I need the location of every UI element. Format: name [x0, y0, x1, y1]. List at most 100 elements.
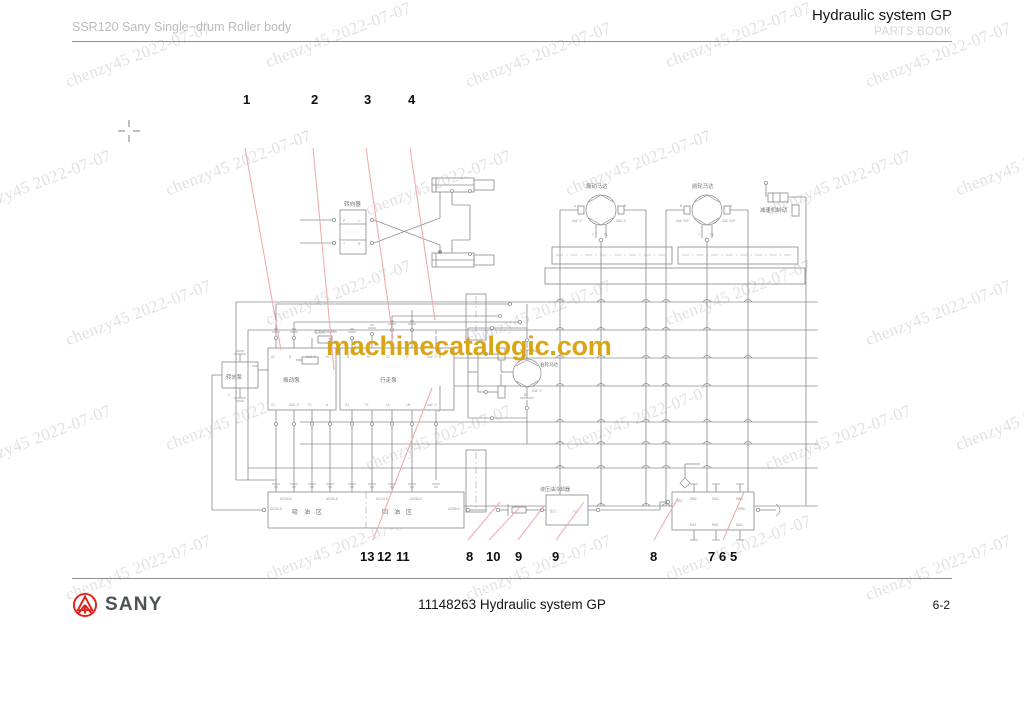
- svg-text:入口: 入口: [572, 509, 578, 513]
- svg-text:A: A: [438, 409, 441, 413]
- callout-top-2: 2: [311, 92, 319, 107]
- label-relief-valve: 溢流阀20MPa: [314, 329, 337, 334]
- svg-text:R: R: [358, 242, 361, 246]
- svg-text:B: B: [680, 204, 682, 208]
- svg-text:B: B: [347, 355, 349, 359]
- vibration-motor-group: 振动马达 A B SAE 1" SAE 1" T T1: [559, 182, 647, 290]
- page-title: Hydraulic system GP: [811, 7, 952, 24]
- callout-bottom-9a: 9: [515, 549, 523, 564]
- brand-watermark: machinecatalogic.com: [326, 331, 612, 361]
- svg-text:X2: X2: [271, 355, 275, 359]
- svg-text:MB0: MB0: [738, 507, 745, 511]
- callout-bottom-10: 10: [486, 549, 501, 564]
- callout-bottom-12: 12: [377, 549, 392, 564]
- svg-text:T1: T1: [364, 403, 369, 407]
- svg-text:L: L: [358, 219, 360, 223]
- svg-text:SAE 1": SAE 1": [616, 219, 627, 223]
- label-travel-pump: 行走泵: [380, 376, 397, 384]
- footer-document-title: 11148263 Hydraulic system GP: [418, 597, 606, 612]
- svg-text:AS20LX: AS20LX: [280, 497, 293, 501]
- label-vibration-motor: 振动马达: [586, 182, 608, 190]
- label-steering-pump: 转向泵: [226, 373, 243, 381]
- hydraulic-schematic: P T L R 转向器: [0, 40, 1024, 580]
- svg-text:AS08LX: AS08LX: [410, 497, 423, 501]
- svg-text:LB: LB: [406, 403, 410, 407]
- svg-text:X2: X2: [386, 355, 390, 359]
- svg-text:AS30LX: AS30LX: [326, 497, 339, 501]
- label-front-wheel-motor: 前轮马达: [692, 182, 714, 190]
- svg-text:T: T: [697, 233, 700, 237]
- svg-text:SAE 3/4": SAE 3/4": [676, 219, 690, 223]
- svg-text:B: B: [289, 355, 291, 359]
- callout-top-1: 1: [243, 92, 251, 107]
- svg-text:MA2: MA2: [736, 523, 743, 527]
- label-suction-zone: 吸 油 区: [292, 508, 322, 516]
- svg-text:MB2: MB2: [690, 497, 697, 501]
- label-oil-cooler: 液压油冷却器: [540, 486, 570, 493]
- label-steering-unit: 转向器: [344, 200, 361, 208]
- svg-text:B: B: [624, 204, 626, 208]
- svg-text:T: T: [343, 242, 345, 246]
- callout-bottom-13: 13: [360, 549, 375, 564]
- svg-text:MB3: MB3: [736, 497, 743, 501]
- svg-text:L: L: [228, 393, 230, 397]
- svg-text:AS12LX: AS12LX: [376, 497, 389, 501]
- leader-lines-top: [244, 147, 436, 371]
- svg-text:MA1: MA1: [690, 523, 697, 527]
- page-header: SSR120 Sany Single−drum Roller body Hydr…: [0, 0, 1024, 46]
- label-return-zone: 回 油 区: [382, 508, 412, 516]
- drum-bars-group: [544, 246, 806, 285]
- page-number: 6-2: [932, 598, 950, 612]
- travel-pump-group: 行走泵 B M X2 G SAE 1" X1 T1 LA LB SAE 1" A: [252, 310, 500, 492]
- svg-text:SAE 1": SAE 1": [572, 219, 583, 223]
- svg-text:MB1: MB1: [712, 523, 719, 527]
- svg-text:SAE 1": SAE 1": [289, 403, 300, 407]
- steering-unit-group: P T L R 转向器: [300, 200, 374, 255]
- svg-text:LA: LA: [386, 403, 391, 407]
- right-wheel-motor-group: 右轮马达 A B SAE 1" SAE 1": [467, 304, 559, 444]
- svg-text:P: P: [343, 219, 346, 223]
- page-footer: SANY 11148263 Hydraulic system GP 6-2: [0, 578, 1024, 640]
- header-divider: [72, 41, 952, 42]
- svg-text:出口: 出口: [550, 508, 556, 513]
- svg-text:A: A: [730, 204, 733, 208]
- callout-bottom-7: 7: [708, 549, 716, 564]
- svg-text:MA1: MA1: [676, 499, 683, 503]
- svg-text:T1: T1: [307, 403, 312, 407]
- callout-bottom-8a: 8: [466, 549, 474, 564]
- label-vibration-pump: 振动泵: [283, 376, 300, 384]
- svg-text:M: M: [326, 355, 329, 359]
- leader-lines-bottom: [372, 387, 745, 541]
- svg-text:AS08LX: AS08LX: [448, 507, 461, 511]
- sany-wordmark: SANY: [105, 594, 163, 615]
- svg-text:A: A: [574, 204, 577, 208]
- svg-text:T: T: [591, 233, 594, 237]
- svg-text:A: A: [326, 403, 329, 407]
- header-subtitle: PARTS BOOK: [874, 26, 952, 38]
- cooler-chain-group: 液压油冷却器 出口 入口: [495, 486, 660, 526]
- callout-top-4: 4: [408, 92, 416, 107]
- callout-bottom-6: 6: [719, 549, 727, 564]
- svg-text:SAE 1": SAE 1": [427, 403, 438, 407]
- svg-text:X1: X1: [271, 403, 275, 407]
- steering-pump-group: 转向泵 L: [211, 350, 268, 506]
- steering-cylinders-group: [373, 177, 495, 268]
- svg-text:X1: X1: [345, 403, 349, 407]
- svg-text:SAE 1": SAE 1": [427, 355, 438, 359]
- label-right-wheel-motor: 右轮马达: [540, 361, 559, 368]
- reducer-brake-group: 减速机制动: [760, 180, 807, 290]
- svg-text:G: G: [406, 355, 409, 359]
- document-page: chenzy45 2022-07-07 chenzy45 2022-07-07 …: [0, 0, 1024, 640]
- callout-bottom-11: 11: [396, 549, 410, 564]
- svg-text:M: M: [367, 355, 370, 359]
- svg-text:B: B: [524, 393, 526, 397]
- callout-bottom-9b: 9: [552, 549, 560, 564]
- svg-text:SAE 3/4": SAE 3/4": [722, 219, 736, 223]
- svg-text:AS20LX: AS20LX: [270, 507, 283, 511]
- label-reducer-brake: 减速机制动: [760, 206, 788, 214]
- svg-text:SAE 1": SAE 1": [532, 389, 543, 393]
- registration-crosshair-icon: [118, 120, 140, 142]
- sany-emblem-icon: [72, 592, 98, 618]
- manifold-group: 吸 油 区 回 油 区 AS20LX AS30LX AS12LX AS08LX …: [212, 483, 486, 529]
- svg-text:MA3: MA3: [712, 497, 719, 501]
